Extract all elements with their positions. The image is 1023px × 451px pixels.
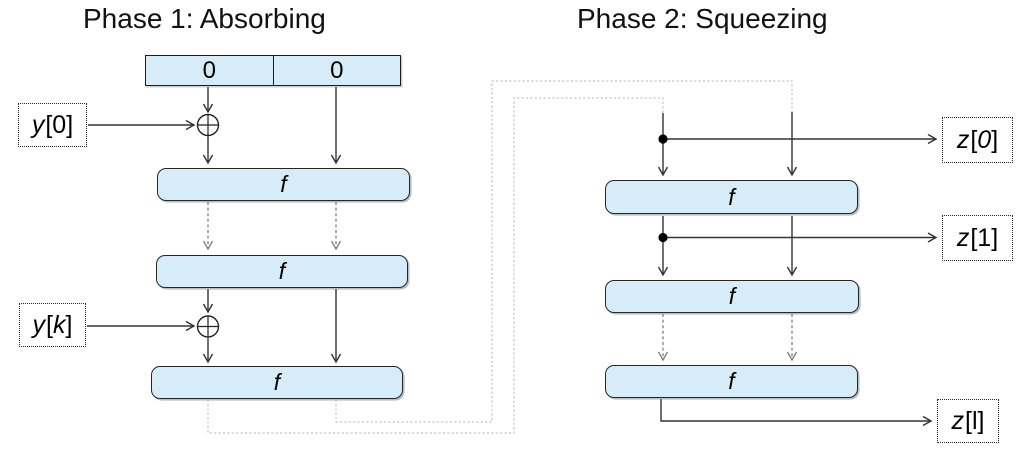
f-label: f <box>278 258 286 284</box>
zl-index: l <box>971 406 978 435</box>
y0-close-bracket: ] <box>66 110 74 139</box>
f-label: f <box>728 183 735 210</box>
yk-var: y <box>32 310 46 339</box>
y0-open-bracket: [ <box>45 110 53 139</box>
arrow-to-zl <box>660 399 933 427</box>
connector-rate-path <box>207 97 664 434</box>
xor-icon-1 <box>196 113 220 137</box>
z0-var: z <box>956 125 970 154</box>
f-box-absorb-2: f <box>156 255 408 288</box>
yk-close-bracket: ] <box>65 310 73 339</box>
output-label-z1: z[1] <box>942 215 1013 261</box>
input-label-yk: y[k] <box>19 303 86 347</box>
z0-index: 0 <box>977 125 992 154</box>
connector-capacity-path <box>335 80 793 423</box>
output-label-zl: z[l] <box>937 399 999 443</box>
y0-var: y <box>31 110 45 139</box>
f-box-squeeze-2: f <box>605 280 859 313</box>
z0-open-bracket: [ <box>970 125 978 154</box>
f-box-squeeze-3: f <box>605 365 858 398</box>
junction-dot-z0 <box>658 134 668 144</box>
z1-var: z <box>956 223 970 252</box>
yk-open-bracket: [ <box>46 310 53 339</box>
f-box-squeeze-1: f <box>605 180 858 214</box>
zl-open-bracket: [ <box>965 406 972 435</box>
y0-index: 0 <box>52 110 67 139</box>
z1-close-bracket: ] <box>991 223 999 252</box>
f-box-absorb-1: f <box>157 168 410 201</box>
z1-index: 1 <box>977 223 992 252</box>
f-label: f <box>280 171 287 197</box>
zl-close-bracket: ] <box>977 406 985 435</box>
f-label: f <box>728 368 735 394</box>
f-box-absorb-3: f <box>151 366 403 399</box>
state-cell-rate: 0 <box>202 56 216 84</box>
zl-var: z <box>951 406 965 435</box>
phase1-title: Phase 1: Absorbing <box>83 3 326 34</box>
phase2-title: Phase 2: Squeezing <box>577 3 828 34</box>
z1-open-bracket: [ <box>970 223 978 252</box>
f-label: f <box>273 369 281 395</box>
junction-dot-z1 <box>658 232 668 243</box>
xor-icon-2 <box>196 315 220 338</box>
state-cell-capacity: 0 <box>272 56 401 85</box>
input-label-y0: y[0] <box>18 103 87 147</box>
yk-index: k <box>53 310 66 339</box>
output-label-z0: z[0] <box>942 117 1013 163</box>
f-label: f <box>728 283 736 309</box>
z0-close-bracket: ] <box>991 125 999 154</box>
state-register: 0 0 <box>145 55 401 86</box>
